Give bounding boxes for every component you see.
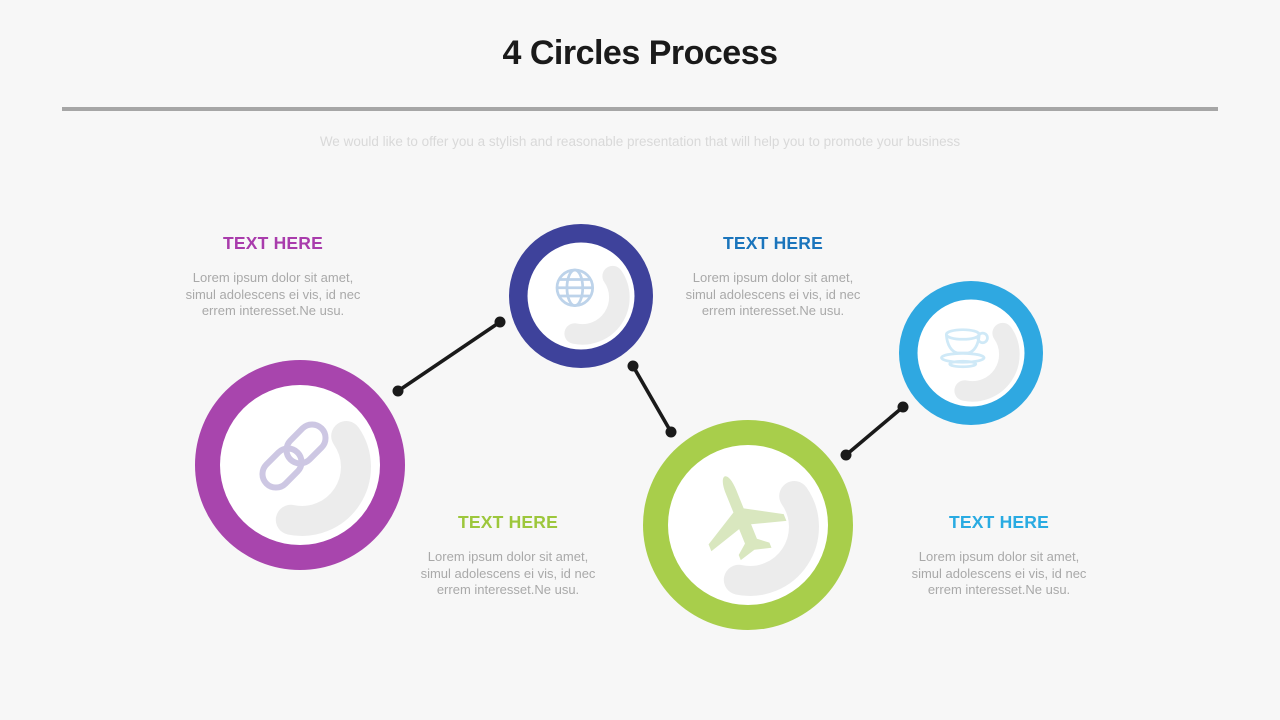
title-divider (62, 107, 1218, 111)
text-here-body-3: Lorem ipsum dolor sit amet, simul adoles… (420, 549, 596, 598)
text-here-label-3: TEXT HERE (457, 512, 558, 532)
slide-title: 4 Circles Process (502, 34, 778, 72)
slide-subtitle: We would like to offer you a stylish and… (319, 134, 961, 149)
text-block-2[interactable]: TEXT HERE Lorem ipsum dolor sit amet, si… (658, 233, 888, 320)
globe-icon (555, 268, 595, 307)
text-here-body-1: Lorem ipsum dolor sit amet, simul adoles… (185, 270, 361, 319)
text-here-body-2: Lorem ipsum dolor sit amet, simul adoles… (685, 270, 861, 319)
text-block-1[interactable]: TEXT HERE Lorem ipsum dolor sit amet, si… (158, 233, 388, 320)
connector-1-2 (392, 316, 506, 397)
text-here-body-4: Lorem ipsum dolor sit amet, simul adoles… (911, 549, 1087, 598)
airplane-icon (708, 476, 787, 561)
text-block-3[interactable]: TEXT HERE Lorem ipsum dolor sit amet, si… (393, 512, 623, 599)
swoosh-decoration (275, 421, 371, 536)
swoosh-decoration (564, 265, 630, 345)
text-here-label-4: TEXT HERE (948, 512, 1049, 532)
text-here-label-2: TEXT HERE (722, 233, 823, 253)
coffee-cup-icon (940, 328, 989, 369)
text-block-4[interactable]: TEXT HERE Lorem ipsum dolor sit amet, si… (884, 512, 1114, 599)
process-circle-1[interactable] (195, 360, 405, 570)
connector-dot (494, 316, 506, 328)
swoosh-decoration (723, 481, 819, 596)
process-circle-2[interactable] (509, 224, 653, 368)
swoosh-decoration (954, 322, 1020, 402)
process-circle-4[interactable] (899, 281, 1043, 425)
process-circle-3[interactable] (643, 420, 853, 630)
text-here-label-1: TEXT HERE (222, 233, 323, 253)
